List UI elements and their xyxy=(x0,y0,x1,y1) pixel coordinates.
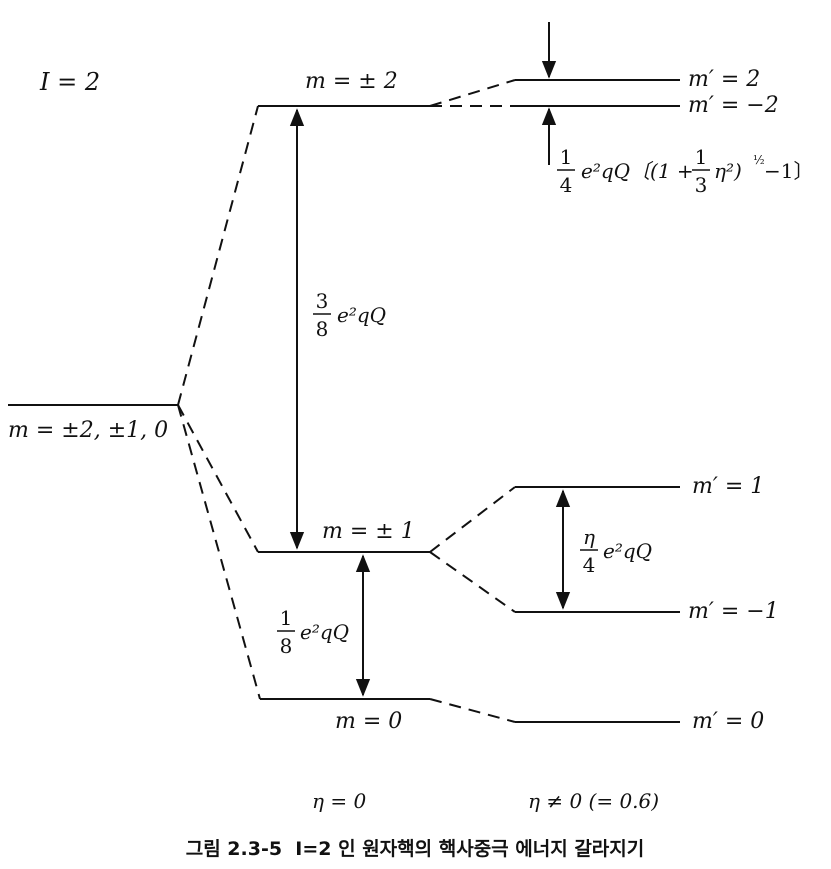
gap-lower-num: 1 xyxy=(280,606,293,630)
shift-den: 4 xyxy=(560,173,573,197)
shift-label: 1 4 e²qQ〔(1 + 1 3 η²) ½ −1〕 xyxy=(557,145,813,197)
condition-eta-zero: η = 0 xyxy=(312,789,366,813)
gap-eta-rest: e²qQ xyxy=(603,539,652,563)
split-connectors xyxy=(429,79,516,723)
gap-upper-den: 8 xyxy=(316,317,329,341)
gap-eta-num: η xyxy=(583,525,595,549)
level-mp-2-label: m′ = 2 xyxy=(688,67,760,92)
gap-eta-den: 4 xyxy=(583,553,596,577)
gap-label-lower: 1 8 e²qQ xyxy=(277,606,349,658)
gap-label-upper: 3 8 e²qQ xyxy=(313,289,386,341)
shift-part1: e²qQ〔(1 + xyxy=(581,159,694,183)
gap-lower-den: 8 xyxy=(280,634,293,658)
level-m-0-label: m = 0 xyxy=(335,709,402,734)
level-mp-m1-label: m′ = −1 xyxy=(688,599,779,624)
gap-upper-num: 3 xyxy=(316,289,329,313)
spin-label: I = 2 xyxy=(39,68,100,96)
degenerate-connectors xyxy=(177,105,261,700)
shift-part2: η²) xyxy=(714,159,742,183)
shift-exponent: ½ xyxy=(753,153,765,167)
shift-inner-num: 1 xyxy=(695,145,708,169)
gap-lower-rest: e²qQ xyxy=(300,620,349,644)
level-mp-0-label: m′ = 0 xyxy=(692,709,764,734)
level-m-pm2-label: m = ± 2 xyxy=(305,69,398,94)
level-m-pm1-label: m = ± 1 xyxy=(322,519,415,544)
degenerate-level-label: m = ±2, ±1, 0 xyxy=(8,418,168,443)
level-mp-1-label: m′ = 1 xyxy=(692,474,764,499)
shift-part3: −1〕 xyxy=(764,159,813,183)
shift-inner-den: 3 xyxy=(695,173,708,197)
level-mp-m2-label: m′ = −2 xyxy=(688,93,779,118)
figure-caption: 그림 2.3-5 I=2 인 원자핵의 핵사중극 에너지 갈라지기 xyxy=(186,838,645,860)
shift-num: 1 xyxy=(560,145,573,169)
condition-eta-nonzero: η ≠ 0 (= 0.6) xyxy=(528,789,659,813)
gap-label-eta: η 4 e²qQ xyxy=(580,525,652,577)
gap-upper-rest: e²qQ xyxy=(337,303,386,327)
